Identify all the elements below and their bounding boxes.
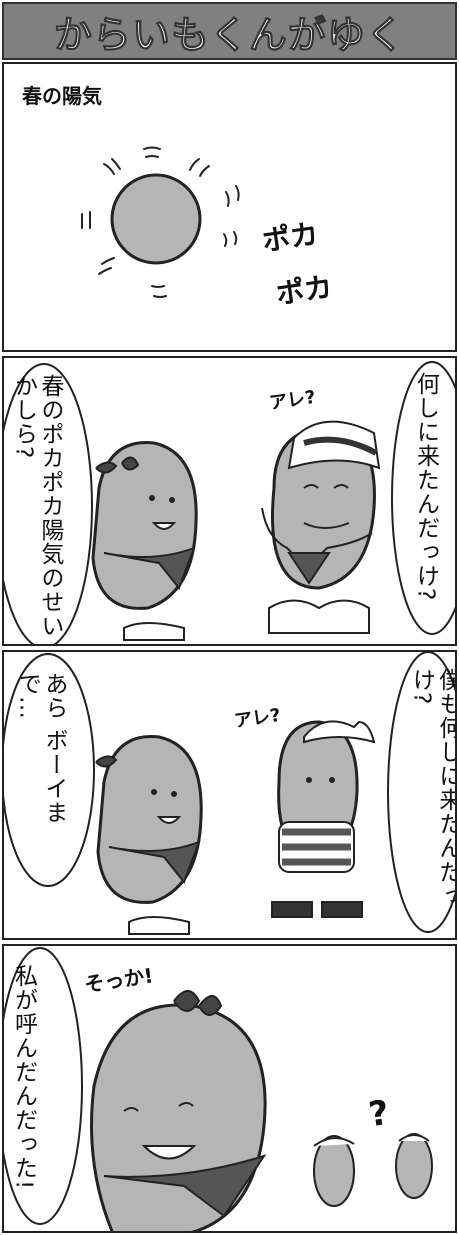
panel-3-illustration	[4, 652, 455, 935]
episode-title: 春の陽気	[22, 84, 102, 108]
panel-2: 春のポカポカ陽気のせいかしら? アレ? 何しに来たんだっけ?	[2, 356, 457, 646]
small-boy-character	[271, 720, 376, 918]
girl-character	[91, 441, 198, 641]
panel-2-girl-speech: 春のポカポカ陽気のせいかしら?	[10, 374, 63, 638]
panel-3: あら ボーイまで… アレ? 僕も何しに来たんだっけ?	[2, 650, 457, 940]
panel-4-illustration	[4, 947, 433, 1231]
sun-illustration	[81, 146, 240, 298]
panel-4: そっか! 私が呼んだんだった! ?	[2, 944, 457, 1233]
panel-3-boy-speech: 僕も何しに来たんだっけ?	[408, 668, 457, 908]
panel-2-boy-speech: 何しに来たんだっけ?	[412, 372, 439, 602]
girl-character	[95, 735, 203, 935]
girl-character-large	[90, 990, 267, 1231]
panel-4-girl-speech: 私が呼んだんだった!	[10, 964, 37, 1191]
small-boys-characters	[313, 1133, 433, 1207]
panel-2-illustration	[4, 361, 455, 644]
panel-3-girl-speech: あら ボーイまで…	[14, 672, 67, 825]
boy-character	[261, 420, 381, 634]
comic-title: からいもくんがゆく	[53, 12, 405, 57]
comic-title-bar: からいもくんがゆく	[2, 2, 457, 60]
panel-1: 春の陽気 ポカ ポカ	[2, 62, 457, 352]
sfx-poka-2: ポカ	[274, 270, 335, 311]
sfx-poka-1: ポカ	[260, 217, 321, 258]
